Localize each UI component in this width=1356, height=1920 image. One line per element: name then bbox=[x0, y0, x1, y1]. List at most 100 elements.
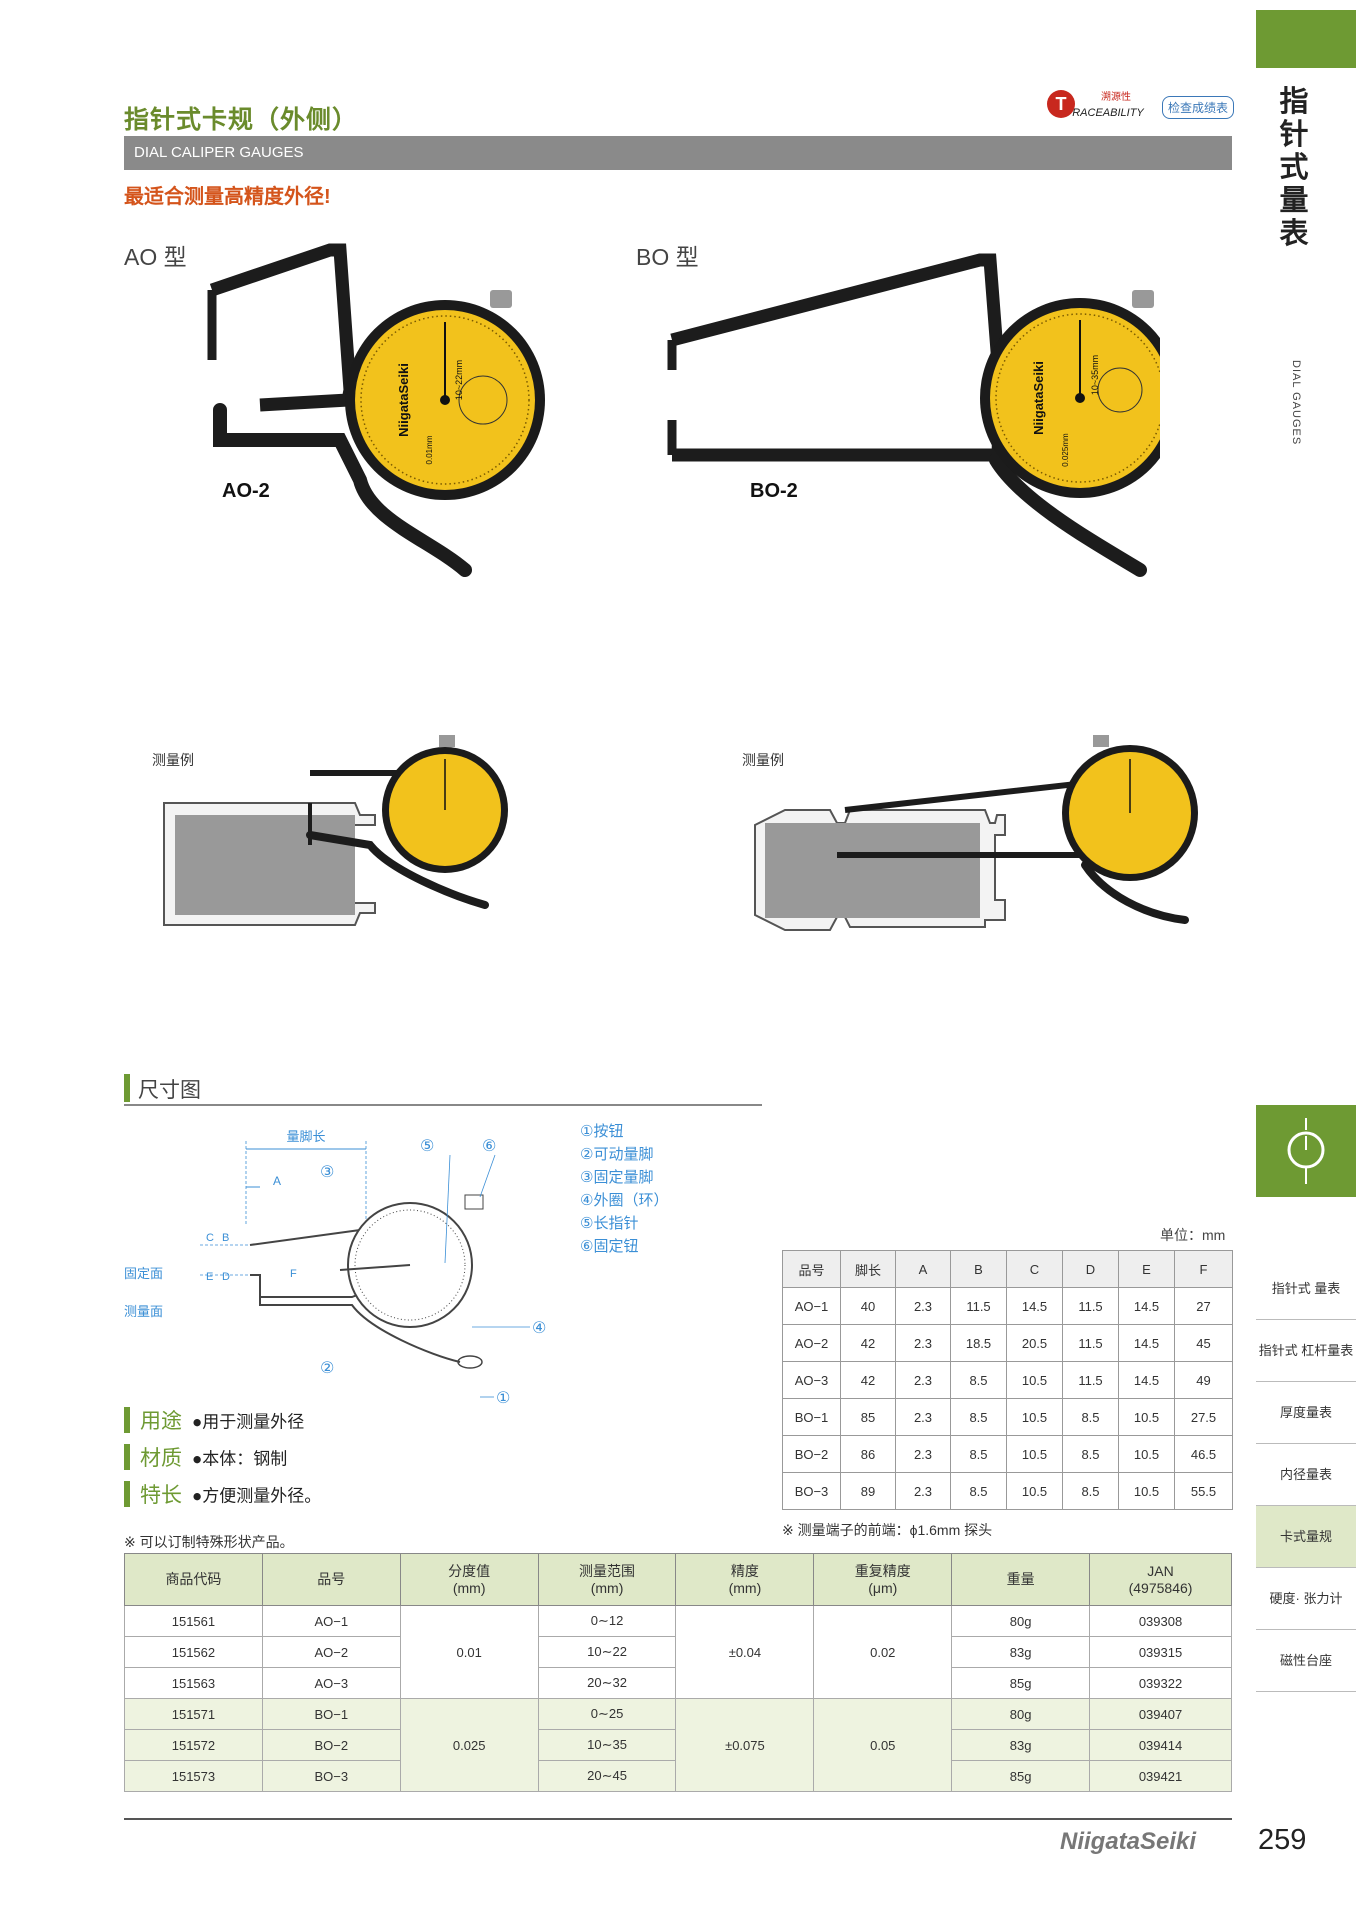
dim-cell: 8.5 bbox=[950, 1435, 1007, 1473]
dim-cell: 86 bbox=[840, 1435, 896, 1473]
callout-1: ① bbox=[496, 1388, 510, 1407]
prod-header-cell: 测量范围(mm) bbox=[537, 1553, 677, 1606]
product-cell: 0.01 bbox=[399, 1605, 539, 1699]
tab-lever-gauge[interactable]: 指针式 杠杆量表 bbox=[1256, 1320, 1356, 1382]
feature-body: ●方便测量外径。 bbox=[192, 1486, 322, 1506]
dim-cell: 10.5 bbox=[1006, 1435, 1063, 1473]
page-title: 指针式卡规（外侧） bbox=[124, 106, 359, 134]
dim-cell: 10.5 bbox=[1118, 1472, 1175, 1510]
tab-magnetic-base[interactable]: 磁性台座 bbox=[1256, 1630, 1356, 1692]
product-cell: 10∼35 bbox=[537, 1729, 677, 1761]
feature-material: 材质 ●本体：钢制 bbox=[124, 1442, 287, 1472]
callout-4: ④ bbox=[532, 1318, 546, 1337]
product-cell: 0∼25 bbox=[537, 1698, 677, 1730]
product-cell: 039308 bbox=[1089, 1605, 1232, 1637]
legend-outer-ring: ④外圈（环） bbox=[580, 1192, 669, 1209]
ao-model-label: AO 型 bbox=[124, 244, 187, 270]
product-cell: 039322 bbox=[1089, 1667, 1232, 1699]
dim-cell: 45 bbox=[1174, 1324, 1233, 1362]
dim-cell: 8.5 bbox=[950, 1361, 1007, 1399]
dimension-diagram: 量脚长 A C B E D F ③ ⑤ ⑥ ④ ② ① bbox=[200, 1129, 546, 1407]
dim-cell: 11.5 bbox=[1062, 1361, 1119, 1399]
dim-header-cell: 脚长 bbox=[840, 1250, 896, 1288]
footer-rule bbox=[124, 1818, 1232, 1820]
prod-header-cell: 重量 bbox=[951, 1553, 1091, 1606]
ao-dial-brand: NiigataSeiki bbox=[396, 363, 411, 437]
dim-cell: AO−1 bbox=[782, 1287, 841, 1325]
feature-heading: 特长 bbox=[140, 1484, 182, 1507]
dim-cell: 2.3 bbox=[895, 1324, 951, 1362]
dim-cell: 10.5 bbox=[1006, 1398, 1063, 1436]
product-cell: 0.025 bbox=[399, 1698, 539, 1792]
length-label: 量脚长 bbox=[286, 1129, 325, 1145]
bo-model-label: BO 型 bbox=[636, 244, 699, 270]
dim-cell: 8.5 bbox=[950, 1398, 1007, 1436]
dim-letter-b: B bbox=[222, 1232, 229, 1244]
product-cell: 151573 bbox=[124, 1760, 263, 1792]
dim-cell: 27.5 bbox=[1174, 1398, 1233, 1436]
dim-letter-e: E bbox=[206, 1271, 213, 1283]
unit-label: 单位：mm bbox=[1160, 1227, 1226, 1243]
dim-cell: 49 bbox=[1174, 1361, 1233, 1399]
feature-heading: 材质 bbox=[140, 1447, 182, 1470]
sidebar-title: 指针式量表 bbox=[1279, 86, 1309, 250]
tab-caliper-gauge[interactable]: 卡式量规 bbox=[1256, 1506, 1356, 1568]
fixed-surface-label: 固定面 bbox=[124, 1266, 164, 1281]
dim-cell: AO−3 bbox=[782, 1361, 841, 1399]
tip-note: ※ 测量端子的前端：ϕ1.6mm 探头 bbox=[782, 1522, 993, 1538]
ao-dial-range: 10~22mm bbox=[454, 360, 464, 400]
ao-example-image bbox=[163, 735, 508, 926]
dim-cell: 14.5 bbox=[1118, 1361, 1175, 1399]
dim-cell: BO−1 bbox=[782, 1398, 841, 1436]
product-cell: BO−1 bbox=[261, 1698, 401, 1730]
feature-body: ●本体：钢制 bbox=[192, 1449, 288, 1469]
tab-dial-gauge[interactable]: 指针式 量表 bbox=[1256, 1258, 1356, 1320]
feature-advantage: 特长 ●方便测量外径。 bbox=[124, 1479, 321, 1509]
product-cell: AO−3 bbox=[261, 1667, 401, 1699]
tagline: 最适合测量高精度外径! bbox=[124, 186, 331, 208]
dim-cell: BO−2 bbox=[782, 1435, 841, 1473]
dim-cell: 8.5 bbox=[1062, 1398, 1119, 1436]
product-cell: 151562 bbox=[124, 1636, 263, 1668]
dim-cell: 20.5 bbox=[1006, 1324, 1063, 1362]
dim-cell: 11.5 bbox=[1062, 1287, 1119, 1325]
dial-gauge-icon bbox=[1256, 1105, 1356, 1197]
prod-header-cell: 重复精度(μm) bbox=[813, 1553, 953, 1606]
page-number: 259 bbox=[1258, 1824, 1307, 1856]
special-order-note: ※ 可以订制特殊形状产品。 bbox=[124, 1534, 294, 1550]
callout-6: ⑥ bbox=[482, 1136, 496, 1155]
dim-header-cell: 品号 bbox=[782, 1250, 841, 1288]
parts-legend: ①按钮 ②可动量脚 ③固定量脚 ④外圈（环） ⑤长指针 ⑥固定钮 bbox=[580, 1120, 668, 1258]
legend-fix-knob: ⑥固定钮 bbox=[580, 1238, 639, 1255]
tab-thickness-gauge[interactable]: 厚度量表 bbox=[1256, 1382, 1356, 1444]
product-cell: 039407 bbox=[1089, 1698, 1232, 1730]
dim-cell: 46.5 bbox=[1174, 1435, 1233, 1473]
ao-2-code: AO-2 bbox=[222, 480, 270, 502]
dim-header-cell: B bbox=[950, 1250, 1007, 1288]
product-cell: 80g bbox=[951, 1698, 1091, 1730]
dim-cell: 10.5 bbox=[1006, 1472, 1063, 1510]
dim-letter-c: C bbox=[206, 1232, 214, 1244]
dim-cell: 18.5 bbox=[950, 1324, 1007, 1362]
legend-movable-jaw: ②可动量脚 bbox=[580, 1146, 654, 1163]
product-cell: 10∼22 bbox=[537, 1636, 677, 1668]
bo-gauge-image: NiigataSeiki 10~35mm 0.025mm bbox=[667, 253, 1160, 577]
dim-cell: 2.3 bbox=[895, 1361, 951, 1399]
prod-header-cell: 精度(mm) bbox=[675, 1553, 815, 1606]
tab-hardness-tension[interactable]: 硬度· 张力计 bbox=[1256, 1568, 1356, 1630]
dim-header-cell: A bbox=[895, 1250, 951, 1288]
dim-cell: BO−3 bbox=[782, 1472, 841, 1510]
traceability-cn: 溯源性 bbox=[1101, 90, 1131, 103]
dim-cell: 2.3 bbox=[895, 1287, 951, 1325]
product-cell: 151571 bbox=[124, 1698, 263, 1730]
bo-example-image bbox=[754, 735, 1198, 931]
product-cell: 039414 bbox=[1089, 1729, 1232, 1761]
tab-bore-gauge[interactable]: 内径量表 bbox=[1256, 1444, 1356, 1506]
product-cell: AO−1 bbox=[261, 1605, 401, 1637]
product-cell: 0.02 bbox=[813, 1605, 953, 1699]
dim-cell: 10.5 bbox=[1118, 1435, 1175, 1473]
